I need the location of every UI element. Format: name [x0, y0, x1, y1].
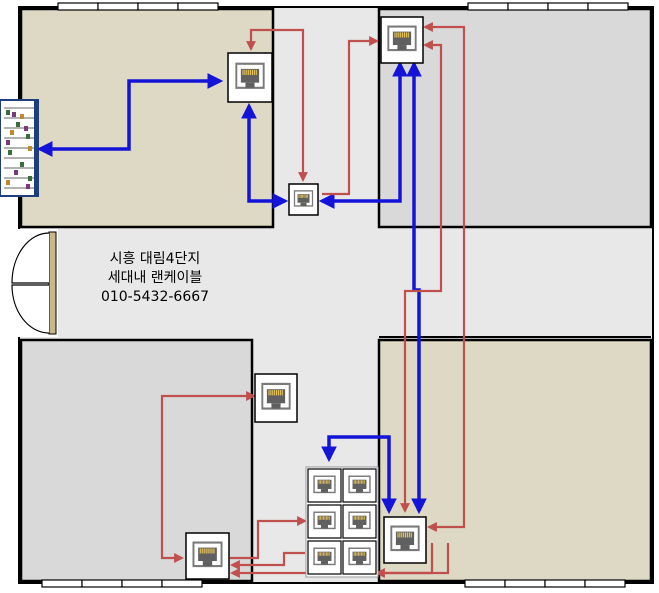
caption-line-2: 세대내 랜케이블	[107, 270, 203, 286]
lan-jack-top-left-room	[227, 52, 273, 103]
red-cable-hub-to-jack1	[246, 28, 308, 182]
lan-jack-hallway-hub	[288, 183, 319, 216]
red-cable-jack4-to-jack5	[160, 391, 256, 563]
red-cable-jack3b-to-jack7	[400, 40, 443, 513]
red-cable-jack7-to-multi-bottom	[375, 543, 434, 578]
blue-cable-multi-to-jack7	[321, 435, 397, 515]
site-caption: 시흥 대림4단지 세대내 랜케이블 010-5432-6667	[80, 250, 230, 307]
window-top-left	[57, 2, 219, 11]
lan-jack-hallway-lower	[254, 373, 298, 423]
caption-line-1: 시흥 대림4단지	[109, 251, 201, 267]
lan-jack-bottom-left-room	[185, 532, 230, 580]
entrance-door	[10, 229, 58, 337]
caption-phone: 010-5432-6667	[100, 289, 210, 305]
window-bottom-right	[464, 579, 626, 588]
lan-jack-bottom-right-room	[383, 516, 427, 564]
red-cable-jack5-to-multi	[230, 516, 307, 560]
window-top-right	[467, 2, 629, 11]
blue-cable-panel-to-jack1	[36, 73, 224, 157]
lan-jack-top-right-room	[380, 16, 424, 64]
patch-panel	[0, 99, 39, 197]
red-cable-jack3-to-jack7	[423, 22, 466, 532]
window-bottom-left	[41, 579, 203, 588]
lan-distribution-box	[305, 466, 379, 578]
room-top-left	[19, 7, 275, 229]
blue-cable-hub-to-jack3	[318, 60, 408, 209]
red-cable-hub2-to-jack3	[322, 36, 379, 196]
red-cable-multi-to-jack5	[230, 551, 305, 570]
red-cable-jack7-to-bottom	[230, 543, 450, 578]
